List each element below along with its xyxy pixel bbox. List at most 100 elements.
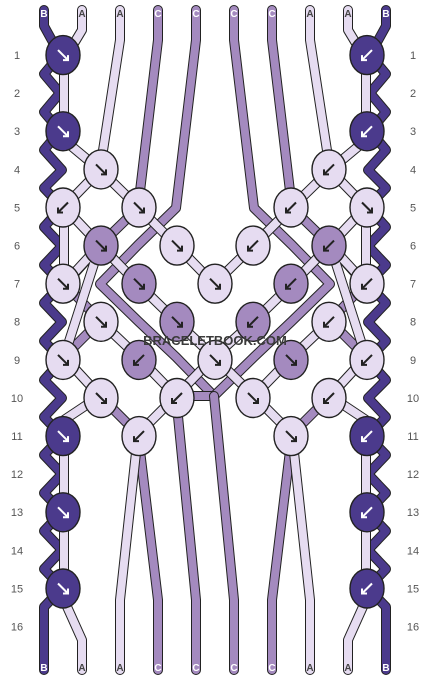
knot: [159, 301, 195, 342]
arrow-head: [361, 588, 367, 595]
arrow-head: [361, 359, 367, 366]
arrow-head: [63, 283, 69, 290]
arrow-icon: [285, 430, 297, 442]
arrow-head: [177, 245, 183, 252]
arrow-icon: [361, 506, 373, 519]
arrow-head: [139, 283, 145, 290]
row-number-left: 10: [11, 393, 23, 405]
arrow-head: [323, 398, 329, 404]
knot: [349, 568, 385, 609]
arrow-head: [133, 359, 139, 366]
arrow-icon: [57, 430, 69, 442]
arrow-head: [247, 321, 253, 328]
row-number-right: 8: [410, 317, 416, 329]
row-number-right: 2: [410, 88, 416, 100]
arrow-head: [361, 512, 367, 519]
arrow-head: [57, 207, 63, 214]
arrow-head: [101, 398, 107, 404]
knot: [197, 263, 233, 304]
arrow-icon: [247, 316, 259, 328]
strand-C: [172, 6, 334, 674]
row-number-left: 6: [14, 241, 20, 253]
row-number-left: 16: [11, 622, 23, 634]
knot: [311, 301, 347, 342]
knot: [83, 149, 119, 190]
row-number-right: 5: [410, 202, 416, 214]
knot: [45, 568, 81, 609]
string-label-top: C: [154, 9, 161, 20]
knot-layer: [45, 34, 385, 609]
knot: [45, 415, 81, 457]
arrow-head: [63, 436, 69, 443]
row-number-left: 3: [14, 126, 20, 138]
strand-A: [134, 6, 370, 438]
knot: [349, 263, 385, 304]
row-number-right: 15: [407, 583, 419, 595]
strand-outline: [59, 5, 297, 439]
row-number-right: 6: [410, 241, 416, 253]
string-label-bottom: A: [306, 663, 313, 674]
arrow-head: [101, 169, 107, 176]
string-label-top: A: [306, 9, 313, 20]
arrow-head: [291, 359, 297, 366]
row-number-right: 10: [407, 393, 419, 405]
arrow-icon: [285, 277, 297, 290]
row-number-left: 2: [14, 88, 20, 100]
arrow-head: [361, 55, 367, 62]
arrow-head: [171, 398, 177, 404]
arrow-icon: [361, 277, 373, 290]
strand-C: [210, 392, 238, 674]
knot: [235, 301, 271, 342]
knot: [349, 415, 385, 457]
arrow-head: [63, 359, 69, 366]
row-number-left: 12: [11, 469, 23, 481]
arrow-head: [285, 283, 291, 290]
knot: [83, 377, 119, 419]
knot: [311, 377, 347, 419]
arrow-head: [63, 55, 69, 62]
arrow-icon: [95, 163, 107, 176]
arrow-icon: [57, 49, 69, 61]
arrow-head: [285, 207, 291, 214]
arrow-head: [323, 169, 329, 176]
string-label-bottom: C: [154, 663, 161, 674]
arrow-icon: [361, 125, 373, 138]
knot: [45, 111, 81, 152]
arrow-head: [361, 283, 367, 290]
arrow-icon: [361, 201, 373, 214]
row-number-right: 3: [410, 126, 416, 138]
row-number-right: 13: [407, 507, 419, 519]
row-number-left: 9: [14, 355, 20, 367]
knot: [121, 339, 157, 381]
knot: [121, 415, 157, 457]
row-number-left: 1: [14, 50, 20, 62]
arrow-head: [367, 207, 373, 214]
arrow-icon: [133, 201, 145, 214]
row-number-left: 13: [11, 507, 23, 519]
arrow-icon: [57, 354, 69, 366]
string-label-bottom: C: [268, 663, 275, 674]
arrow-icon: [361, 354, 373, 366]
row-number-left: 14: [11, 545, 23, 557]
row-number-left: 5: [14, 202, 20, 214]
arrow-icon: [57, 582, 69, 595]
string-label-top: A: [116, 9, 123, 20]
strand-A: [288, 430, 314, 674]
arrow-icon: [133, 430, 145, 442]
arrow-icon: [133, 277, 145, 290]
knot: [121, 263, 157, 304]
arrow-head: [139, 207, 145, 214]
arrow-icon: [133, 354, 145, 366]
arrow-icon: [95, 316, 107, 328]
string-label-top: C: [268, 9, 275, 20]
arrow-icon: [57, 201, 69, 214]
knot: [235, 377, 271, 419]
arrow-icon: [57, 125, 69, 138]
string-label-bottom: A: [116, 663, 123, 674]
string-label-bottom: A: [344, 663, 351, 674]
knot: [311, 149, 347, 190]
arrow-head: [253, 398, 259, 404]
arrow-icon: [209, 354, 221, 366]
strand-layer: [39, 5, 391, 675]
